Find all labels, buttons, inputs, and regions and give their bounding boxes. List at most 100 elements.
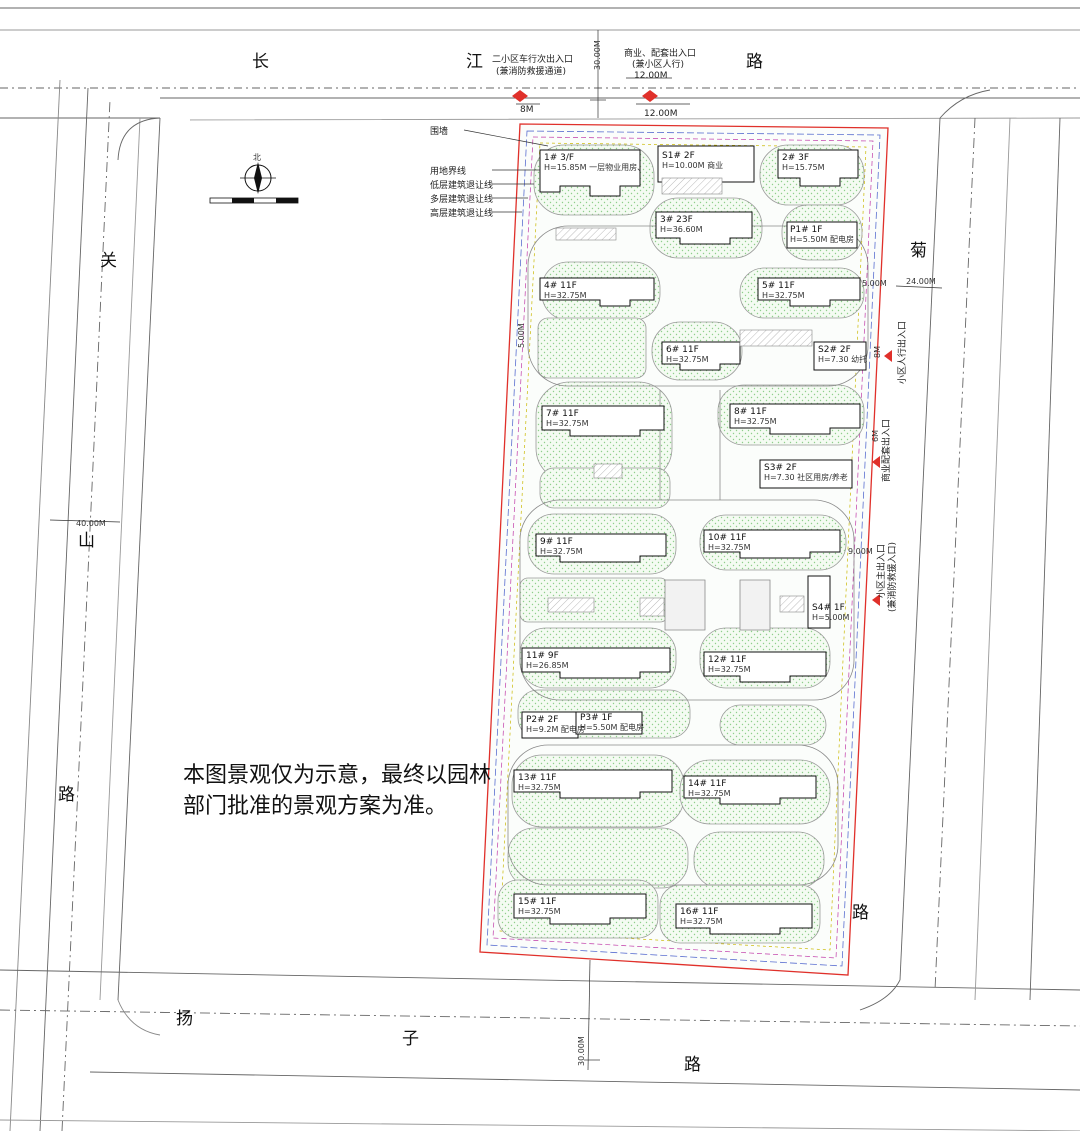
dim-8m: 8M	[520, 105, 534, 115]
legend-high-setback: 高层建筑退让线	[430, 207, 493, 219]
building-label-height: H=32.75M	[518, 783, 561, 792]
building-9	[535, 533, 667, 563]
building-label-height: H=32.75M	[708, 665, 751, 674]
road-label-changjiang-2: 江	[466, 52, 483, 72]
building-12	[703, 651, 827, 683]
building-label-id: 2# 3F	[782, 153, 809, 163]
dim-30m-top: 30.00M	[593, 40, 602, 70]
building-S3	[759, 459, 853, 489]
building-label-id: P3# 1F	[580, 713, 612, 723]
entrance-markers	[512, 90, 892, 606]
landscape-disclaimer: 本图景观仅为示意，最终以园林 部门批准的景观方案为准。	[183, 760, 491, 822]
building-label-height: H=15.85M 一层物业用房、	[544, 162, 645, 172]
building-label-id: S4# 1F	[812, 603, 845, 613]
scale-bar	[209, 197, 299, 204]
building-label-height: H=5.50M 配电房	[580, 722, 644, 732]
building-label-id: 5# 11F	[762, 281, 795, 291]
dim-6m-side: 6M	[871, 430, 880, 442]
dim-12m-top: 12.00M	[634, 71, 668, 81]
building-P2	[521, 711, 579, 739]
hatched-zones	[547, 177, 813, 617]
building-6	[661, 341, 741, 371]
building-label-id: P1# 1F	[790, 225, 822, 235]
building-13	[513, 769, 673, 799]
building-11	[521, 647, 671, 679]
entrance-label-east-ped: 小区人行出入口	[896, 321, 908, 384]
dim-40m: 40.00M	[76, 519, 106, 528]
dim-9m: 9.00M	[848, 547, 873, 556]
road-label-ju-2: 路	[852, 903, 869, 923]
building-label-id: S2# 2F	[818, 345, 851, 355]
building-label-height: H=15.75M	[782, 163, 825, 172]
entrance-label-north-vehicle-sub: (兼消防救援通道)	[496, 65, 566, 77]
building-label-id: 12# 11F	[708, 655, 746, 665]
dimension-lines	[49, 30, 943, 1071]
buildings	[513, 145, 867, 935]
building-label-height: H=32.75M	[688, 789, 731, 798]
building-label-height: H=7.30 社区用房/养老	[764, 472, 848, 482]
building-5	[757, 277, 861, 307]
building-label-height: H=9.2M 配电房	[526, 724, 585, 734]
building-label-height: H=32.75M	[680, 917, 723, 926]
building-label-height: H=32.75M	[762, 291, 805, 300]
building-label-id: S1# 2F	[662, 151, 695, 161]
legend-wall: 围墙	[430, 125, 448, 137]
road-label-guanshan-2: 山	[78, 531, 95, 551]
dim-8m-side: 8M	[873, 346, 882, 358]
building-1	[539, 149, 641, 197]
building-label-id: 8# 11F	[734, 407, 767, 417]
building-4	[539, 277, 655, 307]
entrance-marker-east-3	[872, 594, 880, 606]
road-label-yangzi-2: 子	[402, 1029, 419, 1049]
building-label-id: 6# 11F	[666, 345, 699, 355]
building-3	[655, 211, 753, 245]
building-S1	[657, 145, 755, 183]
building-label-height: H=5.50M 配电房	[790, 234, 854, 244]
building-label-id: 3# 23F	[660, 215, 693, 225]
dim-5m-left: 5.00M	[517, 323, 526, 348]
dim-30m-bottom: 30.00M	[577, 1036, 586, 1066]
road-label-ju-1: 菊	[910, 241, 927, 261]
building-S4	[807, 575, 831, 629]
building-10	[703, 529, 841, 559]
building-label-height: H=32.75M	[544, 291, 587, 300]
entrance-marker-north-commercial	[642, 90, 658, 102]
road-label-yangzi-1: 扬	[176, 1009, 193, 1029]
dim-5m: 5.00M	[862, 279, 887, 288]
legend-multi-setback: 多层建筑退让线	[430, 193, 493, 205]
road-label-changjiang-1: 长	[252, 52, 269, 72]
entrance-label-north-commercial-sub: (兼小区人行)	[632, 58, 684, 70]
road-label-changjiang-3: 路	[746, 52, 763, 72]
legend-low-setback: 低层建筑退让线	[430, 179, 493, 191]
building-label-id: 7# 11F	[546, 409, 579, 419]
entrance-label-east-ped2: 商业配套出入口	[880, 419, 892, 482]
internal-roads	[507, 225, 869, 886]
entrance-marker-east-2	[872, 456, 880, 468]
road-label-yangzi-3: 路	[684, 1055, 701, 1075]
entrance-marker-east-1	[884, 350, 892, 362]
building-label-id: 9# 11F	[540, 537, 573, 547]
dim-12m: 12.00M	[644, 109, 678, 119]
building-label-height: H=5.00M	[812, 613, 850, 622]
building-label-id: S3# 2F	[764, 463, 797, 473]
building-label-height: H=32.75M	[666, 355, 709, 364]
building-15	[513, 893, 647, 925]
building-label-height: H=10.00M 商业	[662, 160, 723, 170]
building-2	[777, 149, 859, 187]
building-label-height: H=32.75M	[546, 419, 589, 428]
building-16	[675, 903, 813, 935]
building-label-height: H=7.30 幼托	[818, 354, 867, 364]
building-14	[683, 775, 817, 805]
legend-boundary: 用地界线	[430, 165, 466, 177]
building-label-id: 4# 11F	[544, 281, 577, 291]
building-P3	[575, 711, 643, 735]
entrance-label-east-main-sub: (兼消防救援入口)	[886, 542, 898, 612]
entrance-label-east-main: 小区主出入口	[875, 544, 887, 598]
building-label-id: 16# 11F	[680, 907, 718, 917]
building-S2	[813, 341, 867, 371]
building-8	[729, 403, 861, 435]
building-label-id: 14# 11F	[688, 779, 726, 789]
road-label-guanshan-3: 路	[58, 785, 75, 805]
